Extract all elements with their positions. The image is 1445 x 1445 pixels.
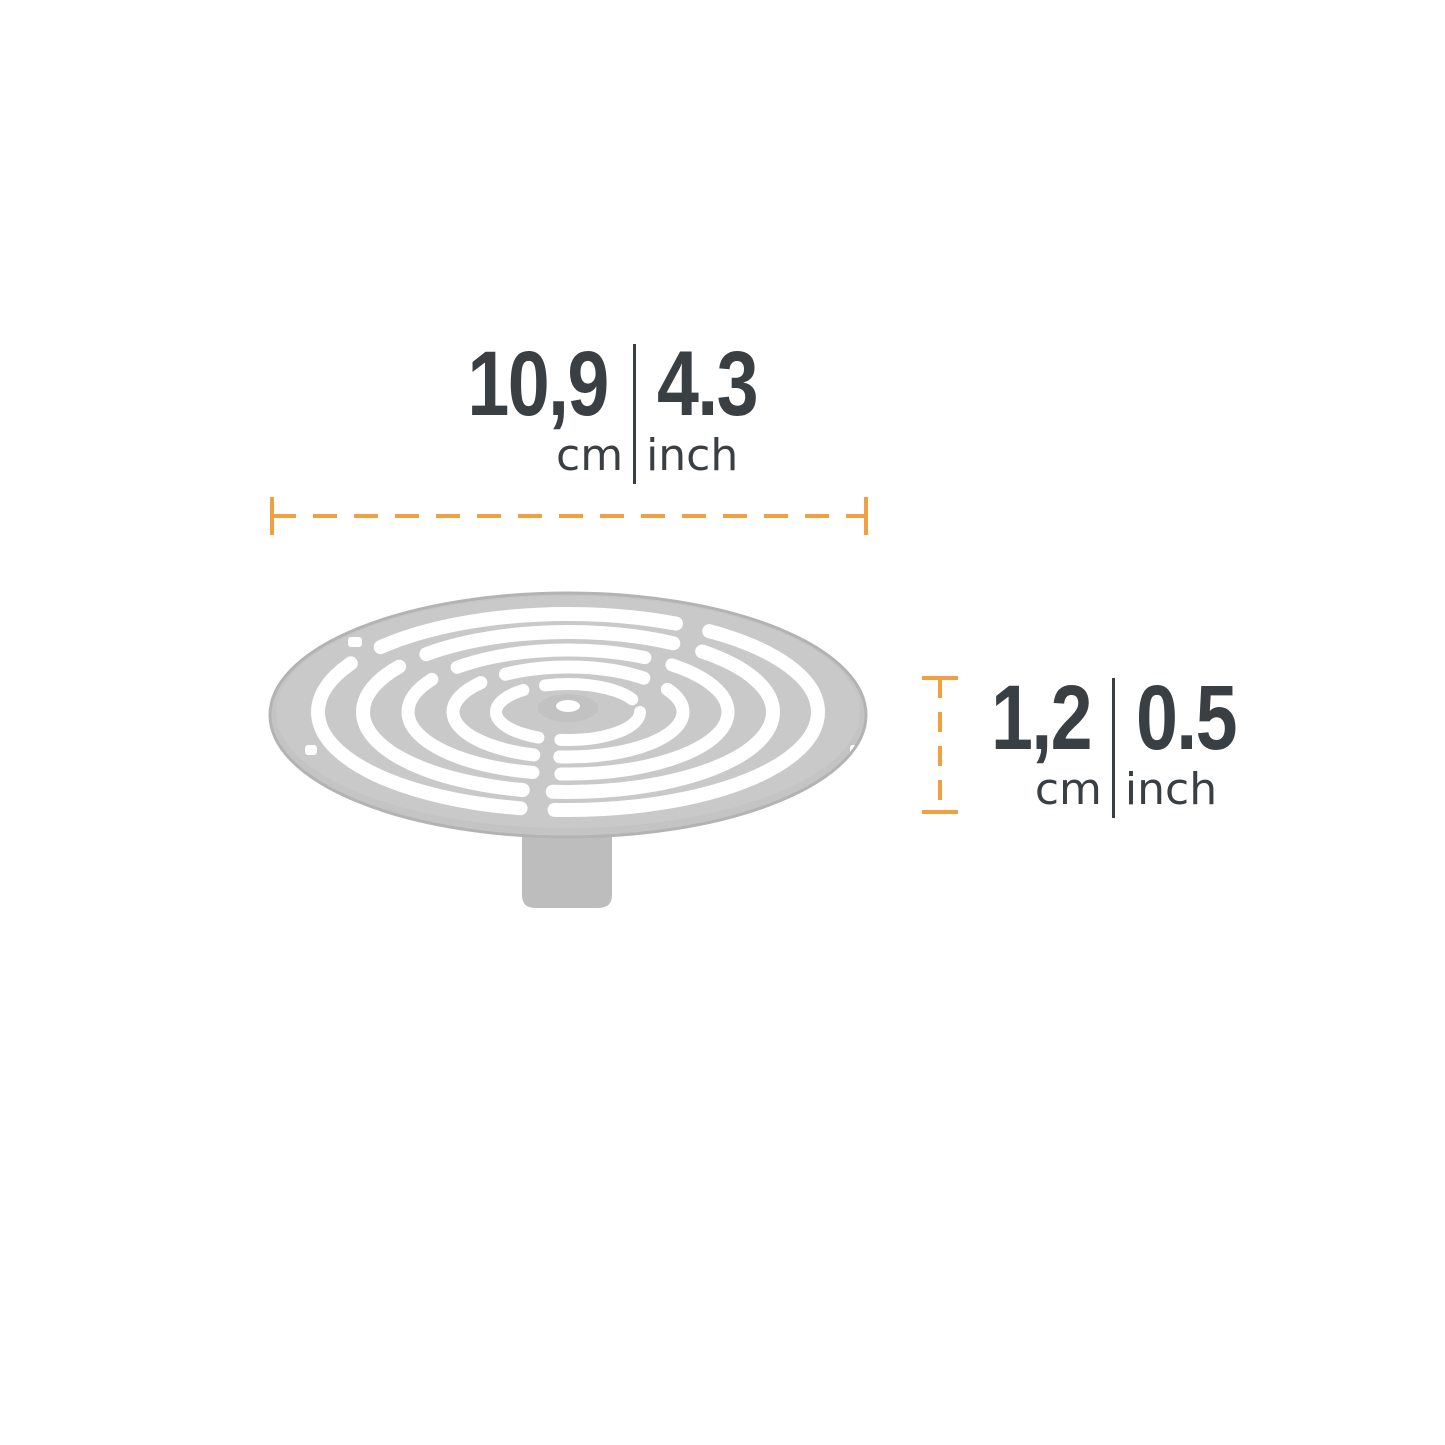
width-metric-value: 10,9: [467, 333, 609, 435]
width-imperial-value: 4.3: [657, 333, 759, 435]
width-imperial-unit: inch: [646, 430, 739, 481]
height-divider: [1111, 678, 1115, 818]
drain-strainer-icon: [268, 591, 868, 908]
height-metric-value: 1,2: [990, 667, 1093, 769]
height-imperial-unit: inch: [1124, 764, 1218, 815]
height-dimension-line: [922, 676, 958, 814]
height-metric-unit: cm: [1034, 764, 1102, 815]
height-imperial-value: 0.5: [1135, 667, 1238, 769]
width-dimension-line: [270, 497, 868, 535]
width-divider: [633, 344, 637, 484]
width-metric-unit: cm: [556, 430, 624, 481]
height-label: 1,2 cm 0.5 inch: [980, 672, 1247, 818]
width-label: 10,9 cm 4.3 inch: [452, 338, 768, 484]
